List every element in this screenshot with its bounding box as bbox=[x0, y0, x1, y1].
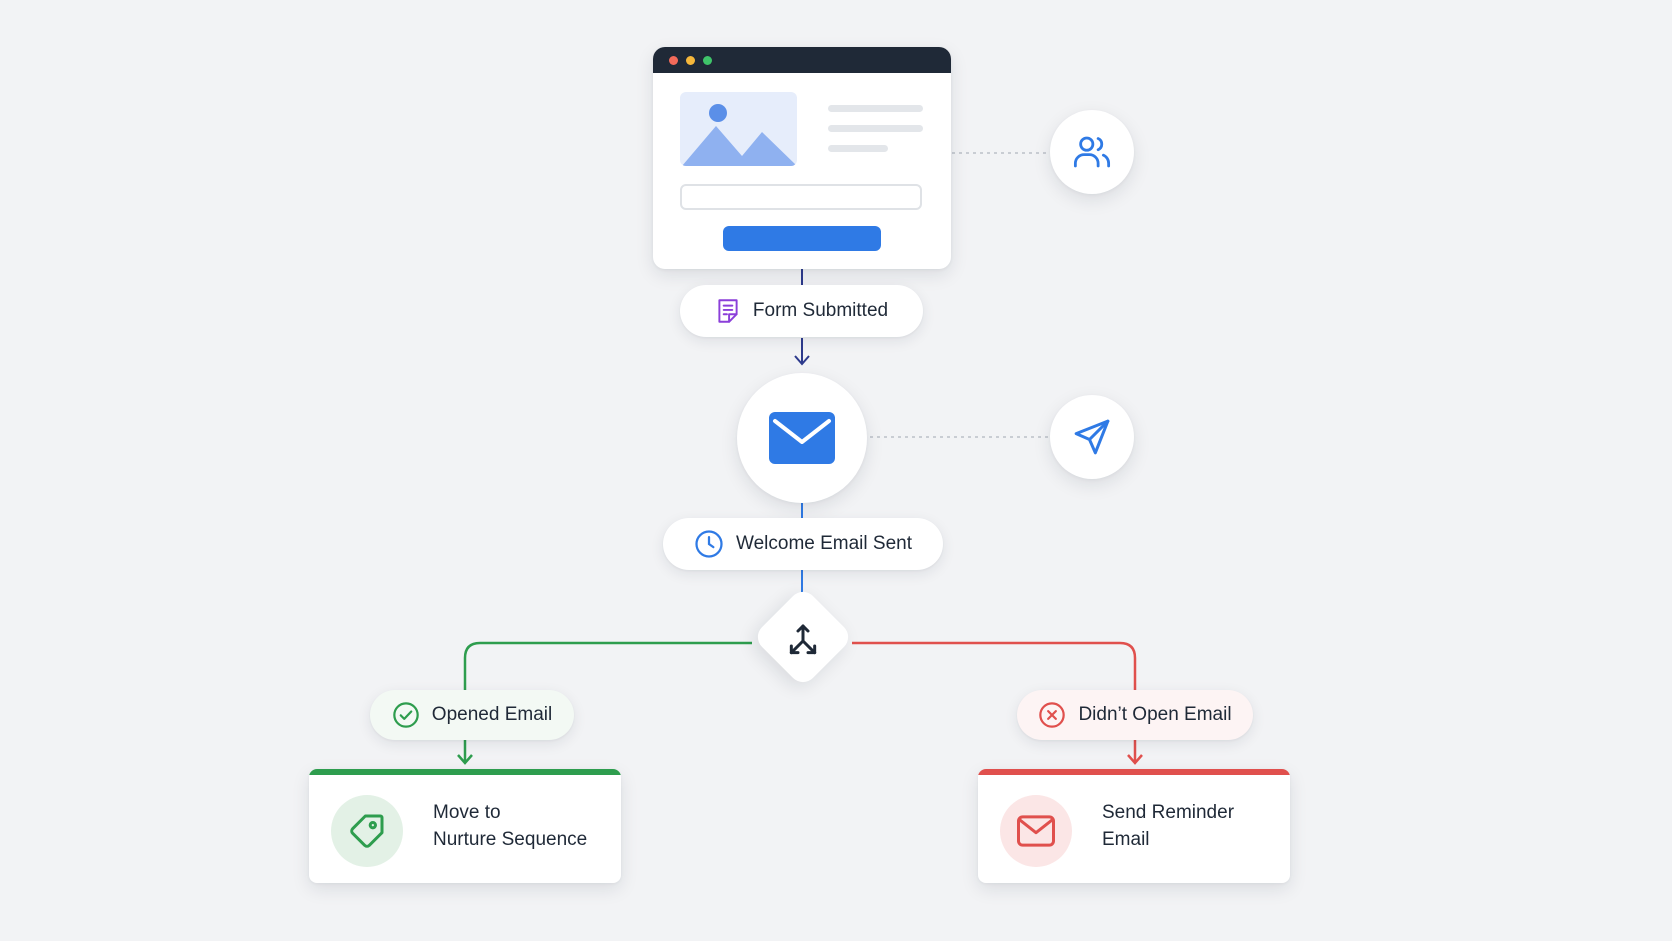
reminder-line-1: Send Reminder bbox=[1102, 802, 1235, 823]
branch-didnt-open-email[interactable]: Didn’t Open Email bbox=[1017, 690, 1253, 740]
text-placeholder-line bbox=[828, 145, 888, 152]
arrow-head-trigger bbox=[794, 355, 810, 366]
window-minimize-dot bbox=[686, 56, 695, 65]
paper-plane-icon bbox=[1074, 419, 1110, 455]
split-arrows-icon bbox=[783, 621, 823, 661]
clock-icon bbox=[694, 529, 724, 559]
nurture-line-1: Move to bbox=[433, 802, 501, 823]
form-document-icon bbox=[715, 297, 741, 325]
arrow-head-no bbox=[1127, 754, 1143, 765]
arrow-head-yes bbox=[457, 754, 473, 765]
text-placeholder-line bbox=[828, 105, 923, 112]
envelope-outline-icon bbox=[1000, 795, 1072, 867]
form-input-placeholder bbox=[680, 184, 922, 210]
trigger-label: Form Submitted bbox=[752, 300, 889, 321]
email-label: Welcome Email Sent bbox=[736, 533, 912, 554]
card-accent-bar bbox=[978, 769, 1290, 775]
audience-node[interactable] bbox=[1050, 110, 1134, 194]
card-accent-bar bbox=[309, 769, 621, 775]
tag-icon bbox=[331, 795, 403, 867]
branch-no-label: Didn’t Open Email bbox=[1078, 704, 1232, 725]
action-card-reminder[interactable]: Send Reminder Email bbox=[978, 769, 1290, 883]
browser-title-bar bbox=[653, 47, 951, 73]
nurture-card-text: Move to Nurture Sequence bbox=[433, 799, 587, 853]
landing-page-mockup bbox=[653, 47, 951, 269]
email-node[interactable] bbox=[737, 373, 867, 503]
welcome-email-sent[interactable]: Welcome Email Sent bbox=[663, 518, 943, 570]
check-circle-icon bbox=[392, 701, 420, 729]
reminder-card-text: Send Reminder Email bbox=[1102, 799, 1234, 853]
branch-opened-email[interactable]: Opened Email bbox=[370, 690, 574, 740]
branch-yes-label: Opened Email bbox=[431, 704, 553, 725]
form-submit-button bbox=[723, 226, 881, 251]
branch-line-yes bbox=[463, 641, 752, 690]
envelope-icon bbox=[769, 412, 835, 464]
send-node[interactable] bbox=[1050, 395, 1134, 479]
x-circle-icon bbox=[1038, 701, 1066, 729]
image-placeholder-icon bbox=[680, 92, 797, 166]
users-icon bbox=[1073, 136, 1111, 168]
window-maximize-dot bbox=[703, 56, 712, 65]
window-close-dot bbox=[669, 56, 678, 65]
reminder-line-2: Email bbox=[1102, 829, 1150, 850]
action-card-nurture[interactable]: Move to Nurture Sequence bbox=[309, 769, 621, 883]
branch-line-no bbox=[852, 641, 1137, 690]
trigger-form-submitted[interactable]: Form Submitted bbox=[680, 285, 923, 337]
text-placeholder-line bbox=[828, 125, 923, 132]
nurture-line-2: Nurture Sequence bbox=[433, 829, 588, 850]
